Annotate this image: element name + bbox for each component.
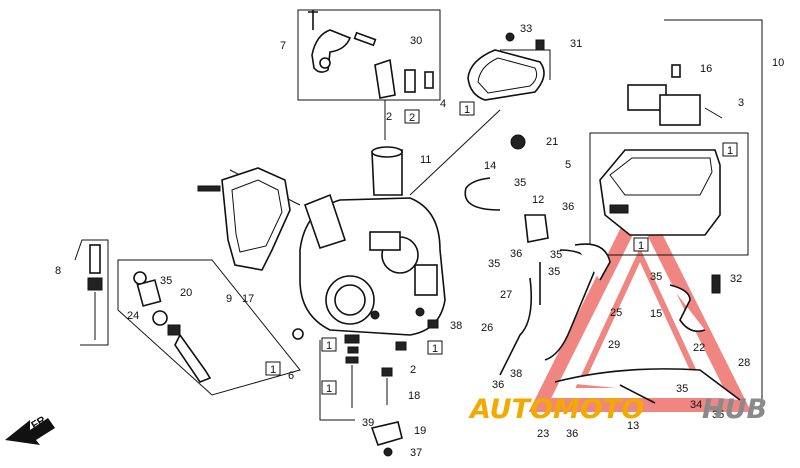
callout-26: 26 (481, 322, 493, 334)
callout-39: 39 (362, 417, 374, 429)
callout-13: 13 (627, 420, 639, 432)
front-direction-arrow: FR. (5, 413, 55, 445)
boxed-ref-2: 2 (409, 112, 415, 124)
part-6-jet-set (344, 319, 439, 457)
callout-4: 4 (440, 98, 446, 110)
callout-37: 37 (410, 447, 422, 459)
callout-16: 16 (700, 63, 712, 75)
screw-31 (535, 39, 545, 51)
callout-32: 32 (730, 273, 742, 285)
boxed-ref-1d: 1 (326, 340, 332, 352)
callout-6: 6 (288, 370, 294, 382)
callout-38a: 38 (450, 320, 462, 332)
watermark-text-2: HUB (702, 394, 767, 425)
leader-4 (500, 49, 551, 80)
callout-35c: 35 (550, 249, 562, 261)
callout-33: 33 (520, 23, 532, 35)
callout-36c: 36 (492, 379, 504, 391)
callout-3: 3 (738, 97, 744, 109)
callout-25: 25 (610, 307, 622, 319)
callout-28: 28 (738, 357, 750, 369)
callout-24: 24 (127, 310, 139, 322)
callout-36a: 36 (562, 201, 574, 213)
boxed-ref-1a: 1 (464, 104, 470, 116)
callout-17: 17 (242, 293, 254, 305)
boxed-ref-1g: 1 (326, 383, 332, 395)
callout-14: 14 (484, 160, 496, 172)
part-3-sensor (627, 64, 723, 126)
leader-main (409, 109, 501, 196)
callout-21: 21 (546, 136, 558, 148)
callout-36b: 36 (510, 248, 522, 260)
group-box-5 (589, 132, 749, 256)
callout-31: 31 (570, 38, 582, 50)
callout-11: 11 (420, 154, 431, 166)
boxed-ref-1f: 1 (270, 364, 276, 376)
callout-8: 8 (55, 265, 61, 277)
screw-17 (197, 185, 221, 192)
callout-23: 23 (537, 428, 549, 440)
callout-2b: 2 (410, 364, 416, 376)
callout-36d: 36 (566, 428, 578, 440)
part-9-jet-set (133, 271, 212, 383)
callout-34: 34 (690, 399, 702, 411)
callout-30: 30 (410, 35, 422, 47)
callout-15: 15 (650, 308, 662, 320)
o-ring (292, 328, 304, 340)
part-17-cover (221, 167, 291, 271)
callout-22: 22 (693, 342, 705, 354)
part-needle-jet (374, 58, 434, 140)
screw-33 (505, 32, 515, 42)
watermark: AUTOMOTO HUB (468, 394, 767, 425)
callout-20: 20 (180, 287, 192, 299)
bracket-10 (664, 19, 763, 410)
callout-10: 10 (772, 57, 784, 69)
part-8-screw-set (74, 239, 109, 346)
part-4-cover (467, 49, 545, 101)
callout-35g: 35 (676, 383, 688, 395)
watermark-text-1: AUTOMOTO (468, 394, 644, 425)
callout-35f: 35 (160, 275, 172, 287)
callout-18: 18 (408, 390, 420, 402)
part-21-screw (510, 134, 526, 150)
bracket-6 (319, 340, 355, 421)
callout-19: 19 (414, 425, 426, 437)
watermark-triangle (528, 189, 752, 412)
callout-2: 2 (386, 111, 392, 123)
tube-set (464, 177, 741, 404)
callout-7: 7 (280, 40, 286, 52)
callout-27: 27 (500, 289, 512, 301)
callout-29: 29 (608, 339, 620, 351)
boxed-ref-1e: 1 (432, 343, 438, 355)
boxed-references: 2 1 1 1 1 1 1 1 (265, 101, 738, 395)
callout-35b: 35 (488, 258, 500, 270)
callout-35d: 35 (548, 266, 560, 278)
callout-35a: 35 (514, 177, 526, 189)
callout-35e: 35 (650, 271, 662, 283)
callout-5: 5 (565, 159, 571, 171)
callout-9: 9 (226, 293, 232, 305)
part-5-float-chamber (599, 149, 721, 236)
boxed-ref-1b: 1 (727, 145, 733, 157)
carburetor-body (299, 193, 446, 336)
callout-38b: 38 (510, 368, 522, 380)
callout-12: 12 (532, 194, 544, 206)
group-box-9 (117, 259, 301, 396)
part-7-linkage (308, 10, 377, 73)
boxed-ref-1c: 1 (638, 240, 644, 252)
callout-labels: 7 30 33 31 10 16 3 4 2 21 11 5 14 35 12 … (55, 23, 784, 459)
group-box-7 (297, 9, 441, 101)
callout-35h: 35 (712, 409, 724, 421)
